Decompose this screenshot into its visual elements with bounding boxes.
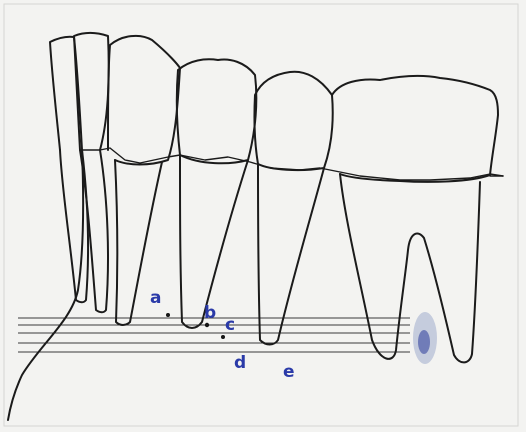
- point-b-label: b: [204, 303, 216, 323]
- point-d: d: [234, 353, 246, 373]
- point-b-dot: [205, 323, 209, 327]
- point-e: e: [283, 362, 295, 382]
- point-c-label: c: [225, 315, 235, 335]
- point-a-dot: [166, 313, 170, 317]
- point-a-label: a: [150, 288, 161, 308]
- point-c-dot: [221, 335, 225, 339]
- point-d-label: d: [234, 353, 246, 373]
- marker-core: [418, 330, 430, 354]
- point-e-label: e: [283, 362, 295, 382]
- radiographic-marker: [413, 312, 437, 364]
